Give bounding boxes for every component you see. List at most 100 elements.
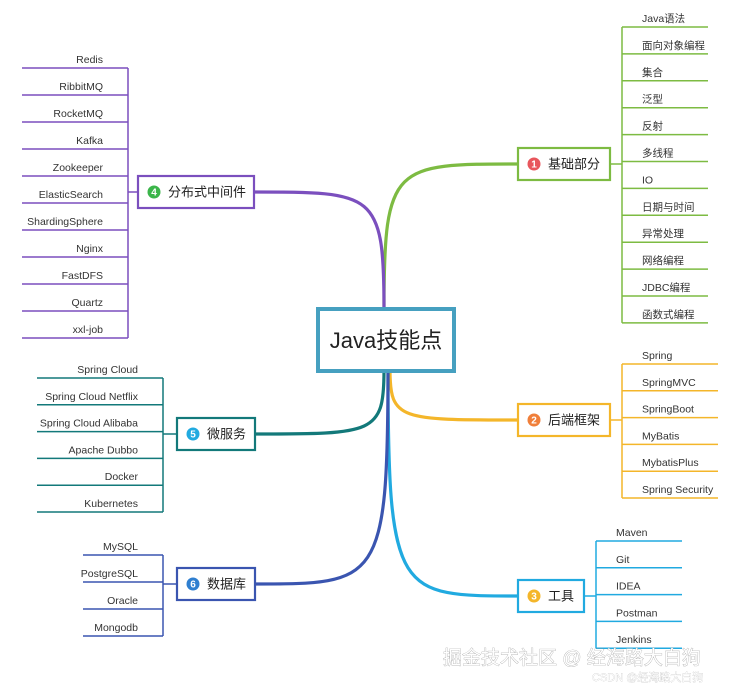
leaf-label: 泛型 [642, 93, 663, 106]
number-badge-icon [527, 589, 541, 603]
leaf-label: Redis [76, 54, 103, 66]
leaf-label: Java语法 [642, 12, 685, 25]
leaf-label: Kafka [76, 135, 103, 147]
leaf-item[interactable]: Spring Security [622, 484, 718, 499]
leaf-item[interactable]: Spring [622, 350, 718, 365]
leaf-item[interactable]: Java语法 [622, 12, 708, 28]
leaf-item[interactable]: RocketMQ [22, 108, 128, 123]
leaf-label: 异常处理 [642, 227, 684, 240]
leaf-label: Spring [642, 350, 673, 362]
leaf-label: 集合 [642, 66, 663, 79]
leaf-label: Nginx [76, 243, 104, 255]
leaf-item[interactable]: FastDFS [22, 270, 128, 285]
leaf-label: PostgreSQL [81, 568, 138, 580]
center-node[interactable]: Java技能点 [316, 307, 456, 373]
center-node-box [316, 307, 456, 373]
leaf-item[interactable]: ShardingSphere [22, 216, 128, 231]
leaf-label: Spring Security [642, 484, 714, 496]
leaf-item[interactable]: Nginx [22, 243, 128, 258]
leaf-label: JDBC编程 [642, 281, 691, 294]
leaf-item[interactable]: JDBC编程 [622, 281, 708, 297]
leaf-item[interactable]: IO [622, 174, 708, 190]
leaf-item[interactable]: 集合 [622, 66, 708, 82]
connector-branch-4 [253, 190, 386, 309]
leaf-item[interactable]: 网络编程 [622, 254, 708, 270]
watermark: 掘金技术社区 @ 经海路大白狗 CSDN @经海路大白狗 [443, 647, 704, 685]
number-badge-icon [527, 157, 541, 171]
leaf-item[interactable]: SpringMVC [622, 377, 718, 392]
leaf-label: Spring Cloud Netflix [45, 391, 139, 403]
leaf-label: ShardingSphere [27, 216, 103, 228]
connector-branch-1 [382, 162, 519, 309]
leaf-item[interactable]: 日期与时间 [622, 200, 708, 217]
leaf-item[interactable]: PostgreSQL [81, 568, 163, 583]
leaf-item[interactable]: Git [596, 554, 682, 569]
leaf-item[interactable]: Quartz [22, 297, 128, 312]
leaf-label: SpringMVC [642, 377, 696, 389]
leaf-item[interactable]: Mongodb [83, 622, 163, 637]
leaf-label: Zookeeper [53, 162, 104, 174]
leaf-item[interactable]: Zookeeper [22, 162, 128, 177]
branch-node-label: 基础部分 [548, 157, 600, 172]
leaf-item[interactable]: IDEA [596, 581, 682, 596]
leaf-item[interactable]: 函数式编程 [622, 308, 708, 324]
leaf-label: MyBatis [642, 430, 679, 442]
leaf-label: Apache Dubbo [69, 444, 139, 456]
number-badge-icon [186, 427, 200, 441]
leaf-label: xxl-job [73, 324, 104, 336]
leaf-label: Quartz [71, 297, 103, 309]
leaf-item[interactable]: Apache Dubbo [37, 444, 163, 460]
number-badge-text: 6 [190, 580, 196, 591]
leaf-label: 网络编程 [642, 254, 684, 267]
leaf-label: MybatisPlus [642, 457, 699, 469]
leaf-item[interactable]: Oracle [83, 595, 163, 610]
leaf-item[interactable]: MyBatis [622, 430, 718, 446]
leaf-item[interactable]: Kafka [22, 135, 128, 150]
leaf-item[interactable]: 面向对象编程 [622, 39, 708, 55]
leaf-label: Kubernetes [84, 498, 138, 510]
leaf-item[interactable]: Spring Cloud Netflix [37, 391, 163, 406]
leaf-item[interactable]: Jenkins [596, 634, 682, 649]
leaf-label: MySQL [103, 541, 138, 553]
leaf-item[interactable]: 泛型 [622, 93, 708, 109]
leaf-item[interactable]: RibbitMQ [22, 81, 128, 96]
leaf-item[interactable]: 异常处理 [622, 227, 708, 243]
leaf-item[interactable]: SpringBoot [622, 404, 718, 419]
leaf-item[interactable]: Kubernetes [37, 498, 163, 513]
number-badge-text: 2 [531, 416, 537, 427]
number-badge-icon [147, 185, 161, 199]
leaf-item[interactable]: Postman [596, 607, 682, 623]
leaf-label: Docker [105, 471, 139, 483]
leaf-label: IDEA [616, 581, 641, 593]
leaf-label: Git [616, 554, 630, 566]
leaf-label: 函数式编程 [642, 308, 695, 321]
branch-node-4[interactable]: 4 分布式中间件 [136, 174, 256, 210]
leaf-item[interactable]: ElasticSearch [22, 189, 128, 204]
leaf-item[interactable]: xxl-job [22, 324, 128, 339]
leaf-label: FastDFS [62, 270, 103, 282]
leaf-item[interactable]: Maven [596, 527, 682, 542]
branch-node-6[interactable]: 6 数据库 [175, 566, 257, 602]
branch-node-label: 分布式中间件 [168, 185, 246, 200]
leaf-label: 多线程 [642, 147, 674, 160]
leaf-item[interactable]: 反射 [622, 120, 708, 136]
leaf-item[interactable]: Spring Cloud Alibaba [37, 418, 163, 433]
branch-node-label: 数据库 [207, 577, 246, 592]
number-badge-text: 4 [151, 188, 157, 199]
leaf-label: SpringBoot [642, 404, 694, 416]
leaf-item[interactable]: Spring Cloud [37, 364, 163, 379]
leaf-label: 反射 [642, 120, 663, 133]
leaf-item[interactable]: MybatisPlus [622, 457, 718, 472]
leaf-label: Postman [616, 607, 658, 619]
leaf-item[interactable]: 多线程 [622, 147, 708, 163]
number-badge-text: 3 [531, 592, 537, 603]
leaf-item[interactable]: Docker [37, 471, 163, 486]
leaf-item[interactable]: MySQL [83, 541, 163, 556]
leaf-item[interactable]: Redis [22, 54, 128, 69]
